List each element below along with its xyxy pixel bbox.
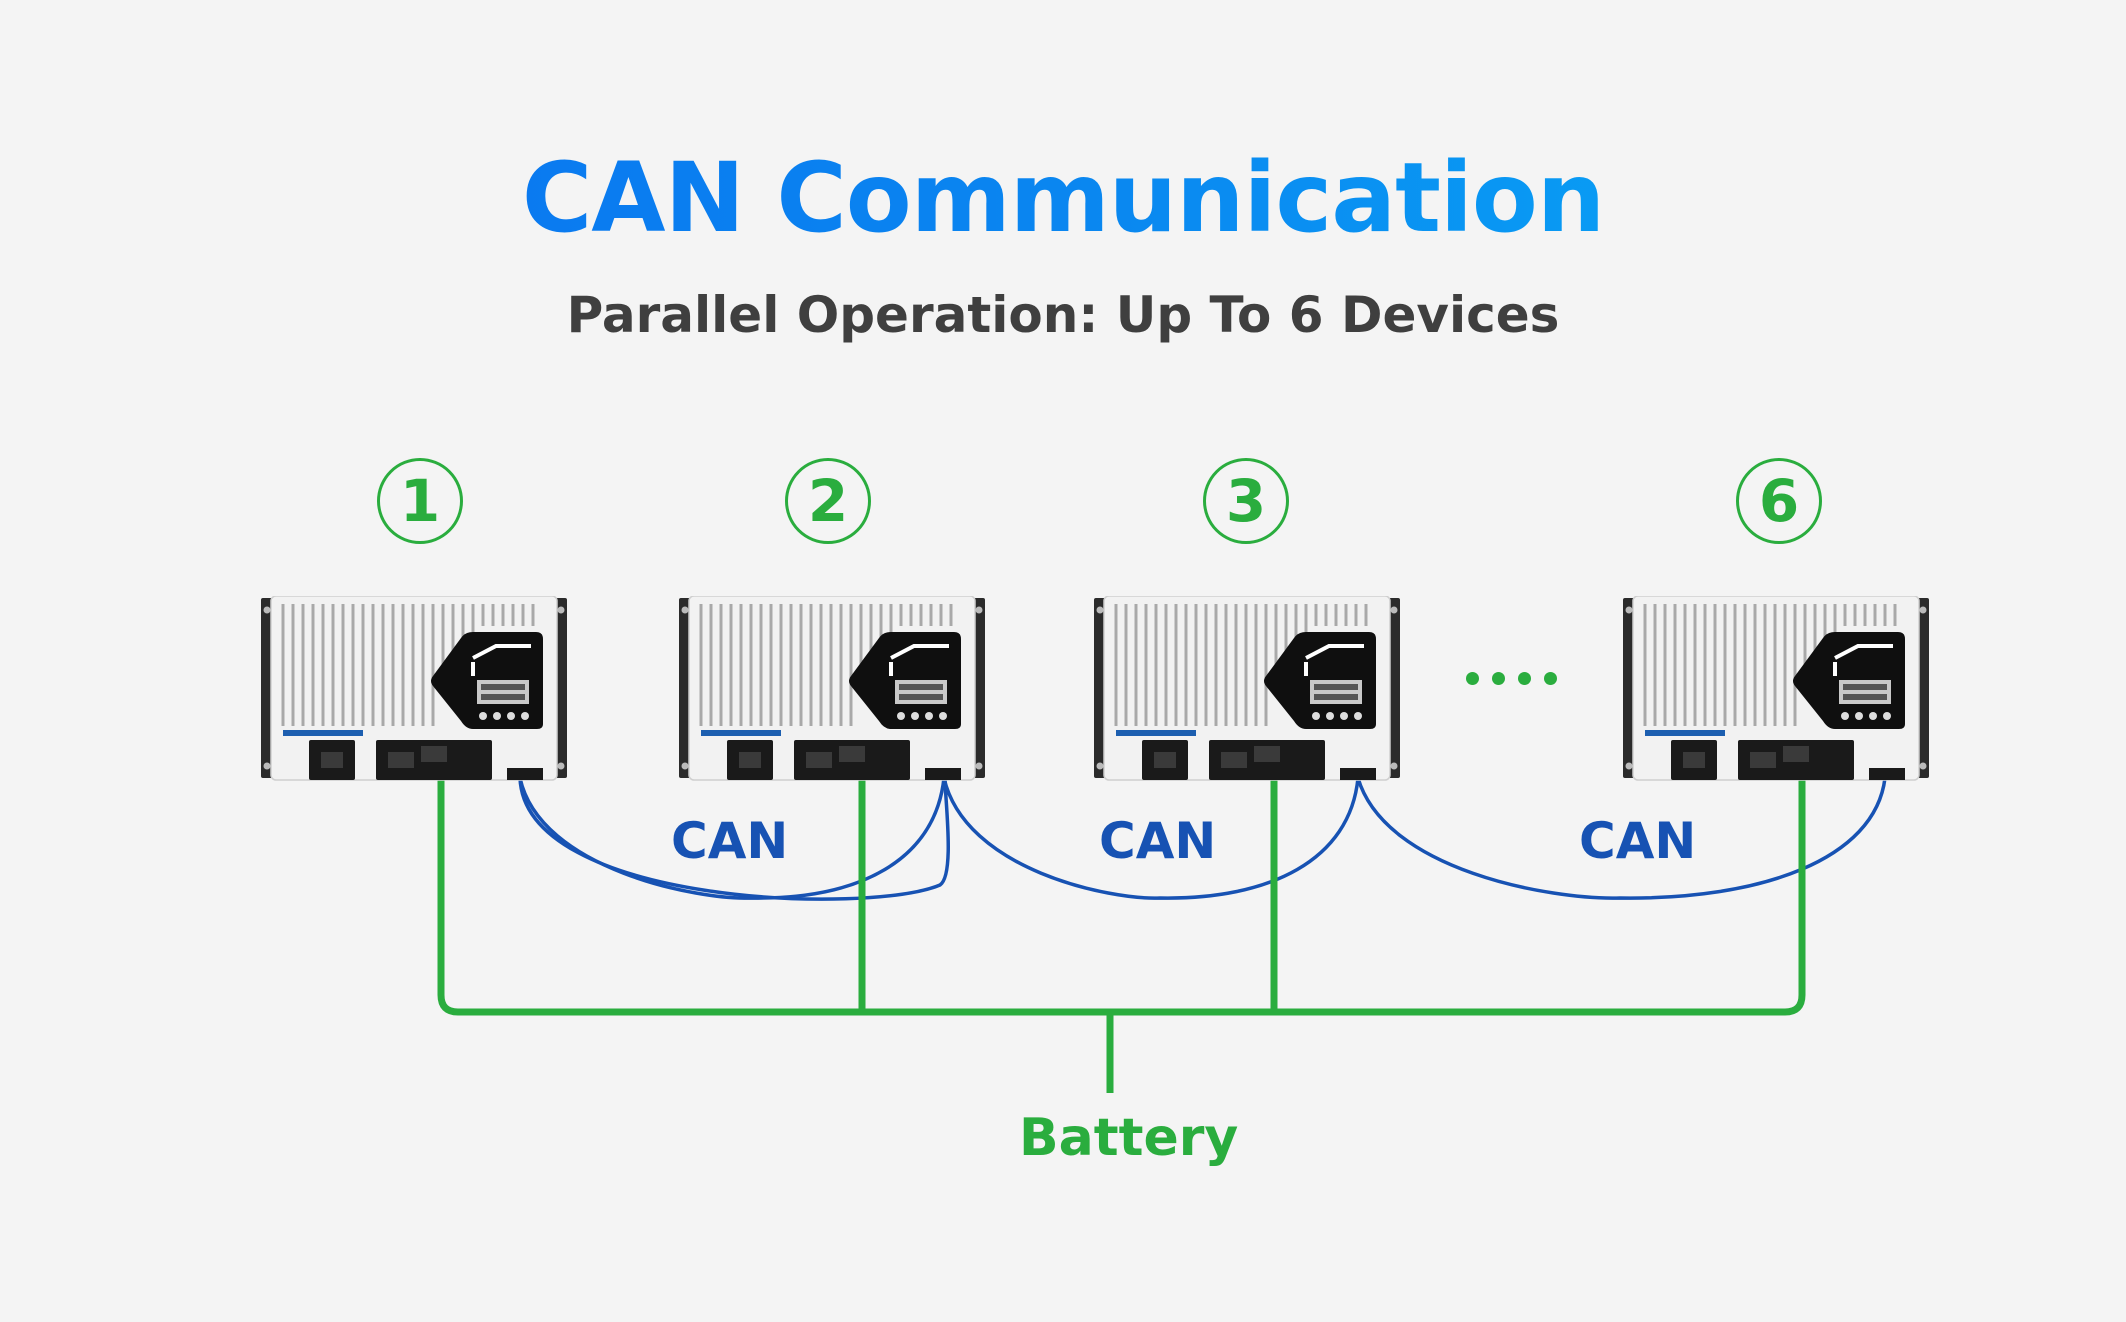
device-number-badge: 3	[1203, 458, 1289, 544]
device-number-badge: 2	[785, 458, 871, 544]
page-title: CAN Communication	[0, 150, 2126, 246]
battery-bus	[437, 780, 1806, 1093]
controller-device-icon	[261, 596, 567, 782]
ellipsis-dots-icon	[1466, 672, 1557, 685]
controller-device-icon	[1623, 596, 1929, 782]
can-label: CAN	[671, 812, 789, 870]
can-cable-3-6	[1356, 777, 1887, 900]
device-number-badge: 6	[1736, 458, 1822, 544]
controller-device-icon	[1094, 596, 1400, 782]
can-label: CAN	[1099, 812, 1217, 870]
can-cable-1-2	[518, 777, 950, 901]
battery-label: Battery	[1019, 1108, 1239, 1168]
can-cable-2-3	[942, 777, 1360, 900]
device-number-badge: 1	[377, 458, 463, 544]
page-subtitle: Parallel Operation: Up To 6 Devices	[566, 286, 1560, 344]
controller-device-icon	[679, 596, 985, 782]
can-cable-1-2	[518, 777, 946, 900]
can-label: CAN	[1579, 812, 1697, 870]
